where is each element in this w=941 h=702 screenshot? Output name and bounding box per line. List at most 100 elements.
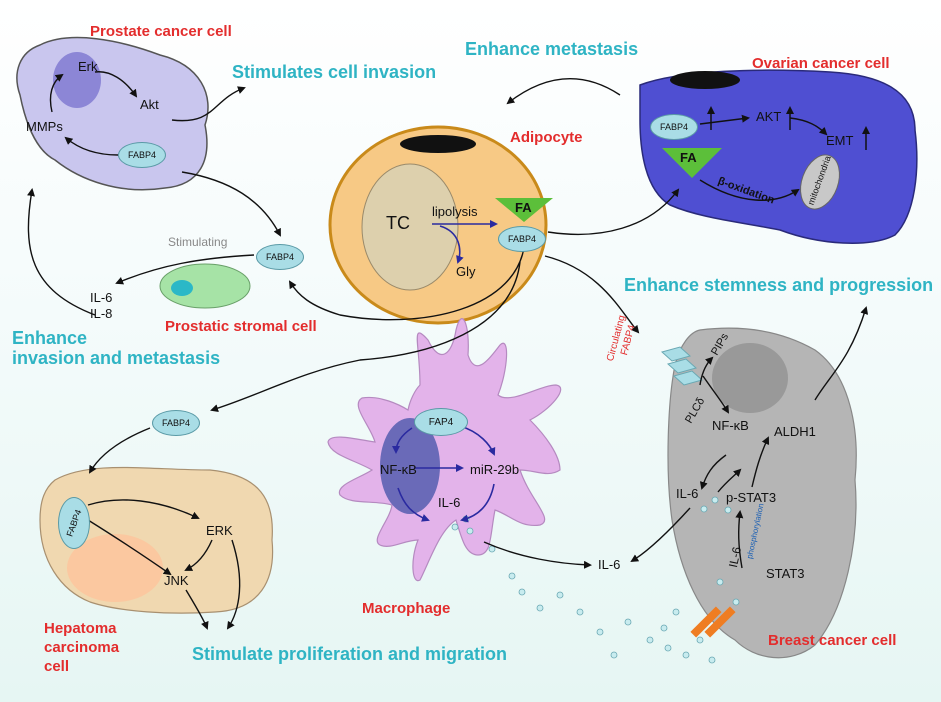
arrow-plcd-pips (699, 356, 714, 386)
fabp4-pill-ovarian: FABP4 (650, 114, 698, 140)
label-nfkb-breast: NF-κB (712, 418, 749, 433)
il6-dots (451, 496, 740, 664)
arrow-il6-breast (630, 507, 691, 563)
arrow-lipolysis-gly (439, 225, 464, 264)
hepatoma-nucleus (67, 534, 163, 602)
label-emt: EMT (826, 133, 854, 148)
label-mir29b: miR-29b (470, 462, 520, 477)
mitochondria-shape (800, 154, 840, 210)
ovarian-fa-triangle (662, 148, 722, 178)
arrow-fabp4-akt-ov (699, 114, 750, 125)
arrow-il-prostate (27, 188, 96, 316)
label-gly: Gly (456, 264, 476, 279)
fabp4-pill-to-hepatoma: FABP4 (152, 410, 200, 436)
adipocyte-fa-triangle (495, 198, 553, 222)
macrophage-body (327, 318, 562, 582)
label-jnk: JNK (164, 573, 189, 588)
label-ovarian-cancer-cell: Ovarian cancer cell (752, 55, 890, 72)
effect-stimulates-invasion: Stimulates cell invasion (232, 62, 437, 82)
fabp4-pill-secreted: FABP4 (256, 244, 304, 270)
label-akt-prostate: Akt (140, 97, 159, 112)
label-hepatoma-line1: Hepatoma (44, 620, 117, 637)
effect-proliferation: Stimulate proliferation and migration (192, 644, 508, 664)
label-pstat3: p-STAT3 (726, 490, 777, 505)
membrane-receptor-b (704, 606, 736, 638)
arrow-mir29b-il6-mac (460, 483, 495, 523)
label-il6-macrophage: IL-6 (438, 495, 461, 510)
label-il8-prostate: IL-8 (90, 306, 113, 321)
label-adipocyte: Adipocyte (510, 129, 583, 146)
arrow-pstat3-aldh1 (751, 436, 770, 488)
arrow-nfkb-il6-mac (397, 487, 430, 522)
arrow-fa-mito (699, 179, 800, 201)
effect-invasion-metastasis-line1: Enhance (12, 328, 88, 348)
arrow-prostate-fabp4 (181, 171, 281, 237)
prostate-nucleus (53, 52, 101, 108)
effect-enhance-metastasis: Enhance metastasis (465, 39, 639, 59)
arrow-stat3-pstat3 (735, 510, 744, 569)
label-macrophage: Macrophage (362, 600, 451, 617)
arrow-fabp4-mmps (64, 136, 119, 156)
arrow-aldh1-stemness (814, 306, 869, 401)
arrow-erk-akt (94, 71, 138, 98)
fabp4-label-hepatoma: FABP4 (64, 508, 84, 538)
adipocyte-nucleus (400, 135, 476, 153)
stromal-cell-body (159, 263, 251, 309)
fap4-pill-macrophage: FAP4 (414, 408, 468, 436)
breast-nucleus (712, 343, 788, 413)
label-nfkb-macrophage: NF-κB (380, 462, 417, 477)
arrow-macrophage-il6 (483, 541, 592, 569)
arrow-fabp4-breast (544, 255, 640, 334)
arrow-fabp4-hepatoma (88, 427, 151, 474)
label-mmps: MMPs (26, 119, 63, 134)
label-breast-cancer-cell: Breast cancer cell (768, 632, 897, 649)
circulating-fabp4-slabs (660, 346, 704, 386)
arrow-erk-jnk-hep (184, 539, 213, 571)
stromal-nucleus (171, 280, 193, 296)
arrow-mmps-erk (49, 73, 64, 113)
breast-cell-body (667, 327, 857, 659)
label-aldh1: ALDH1 (774, 424, 816, 439)
label-stromal-cell: Prostatic stromal cell (165, 318, 317, 335)
arrow-jnk-prolif (185, 589, 209, 630)
label-tc: TC (386, 213, 410, 233)
arrow-fa-ovarian (547, 188, 680, 235)
triglyceride-droplet (361, 163, 459, 291)
label-hepatoma-line2: carcinoma (44, 639, 120, 656)
label-akt-ovarian: AKT (756, 109, 782, 124)
label-stimulating: Stimulating (168, 235, 228, 249)
arrow-akt-emt-ov (789, 117, 828, 136)
prostate-cell-body (16, 36, 209, 191)
arrow-ovarian-metastasis (506, 78, 621, 105)
label-lipolysis: lipolysis (432, 204, 478, 219)
label-erk-hepatoma: ERK (206, 523, 233, 538)
label-stat3: STAT3 (766, 566, 805, 581)
fabp4-pill-adipocyte: FABP4 (498, 226, 546, 252)
arrow-nfkb-il6 (699, 454, 727, 490)
arrow-pips-nfkb (702, 375, 730, 414)
label-hepatoma-line3: cell (44, 658, 70, 675)
arrow-fabp4-jnk-hep (87, 519, 172, 576)
label-fa-ovarian: FA (680, 150, 697, 165)
arrow-erk-prolif (226, 539, 241, 630)
arrow-adipocyte-stromal (288, 239, 526, 321)
macrophage-nucleus (380, 418, 440, 514)
label-fa-adipocyte: FA (515, 200, 532, 215)
arrow-akt-invasion (171, 86, 246, 122)
effect-invasion-metastasis-line2: invasion and metastasis (12, 348, 221, 368)
label-il6-prostate: IL-6 (90, 290, 113, 305)
effect-stemness: Enhance stemness and progression (624, 275, 934, 295)
fabp4-pill-hepatoma: FABP4 (58, 497, 90, 549)
arrow-adipocyte-hepatoma (210, 261, 521, 413)
label-erk-prostate: Erk (78, 59, 98, 74)
membrane-receptor-a (690, 606, 722, 638)
fabp4-pill-prostate: FABP4 (118, 142, 166, 168)
arrow-fap4-nfkb (392, 427, 413, 454)
arrow-fabp4-erk-hep (87, 499, 200, 520)
label-il6-secreted: IL-6 (598, 557, 621, 572)
label-il6-breast: IL-6 (676, 486, 699, 501)
label-prostate-cancer-cell: Prostate cancer cell (90, 23, 232, 40)
arrow-stromal-il (115, 254, 255, 285)
